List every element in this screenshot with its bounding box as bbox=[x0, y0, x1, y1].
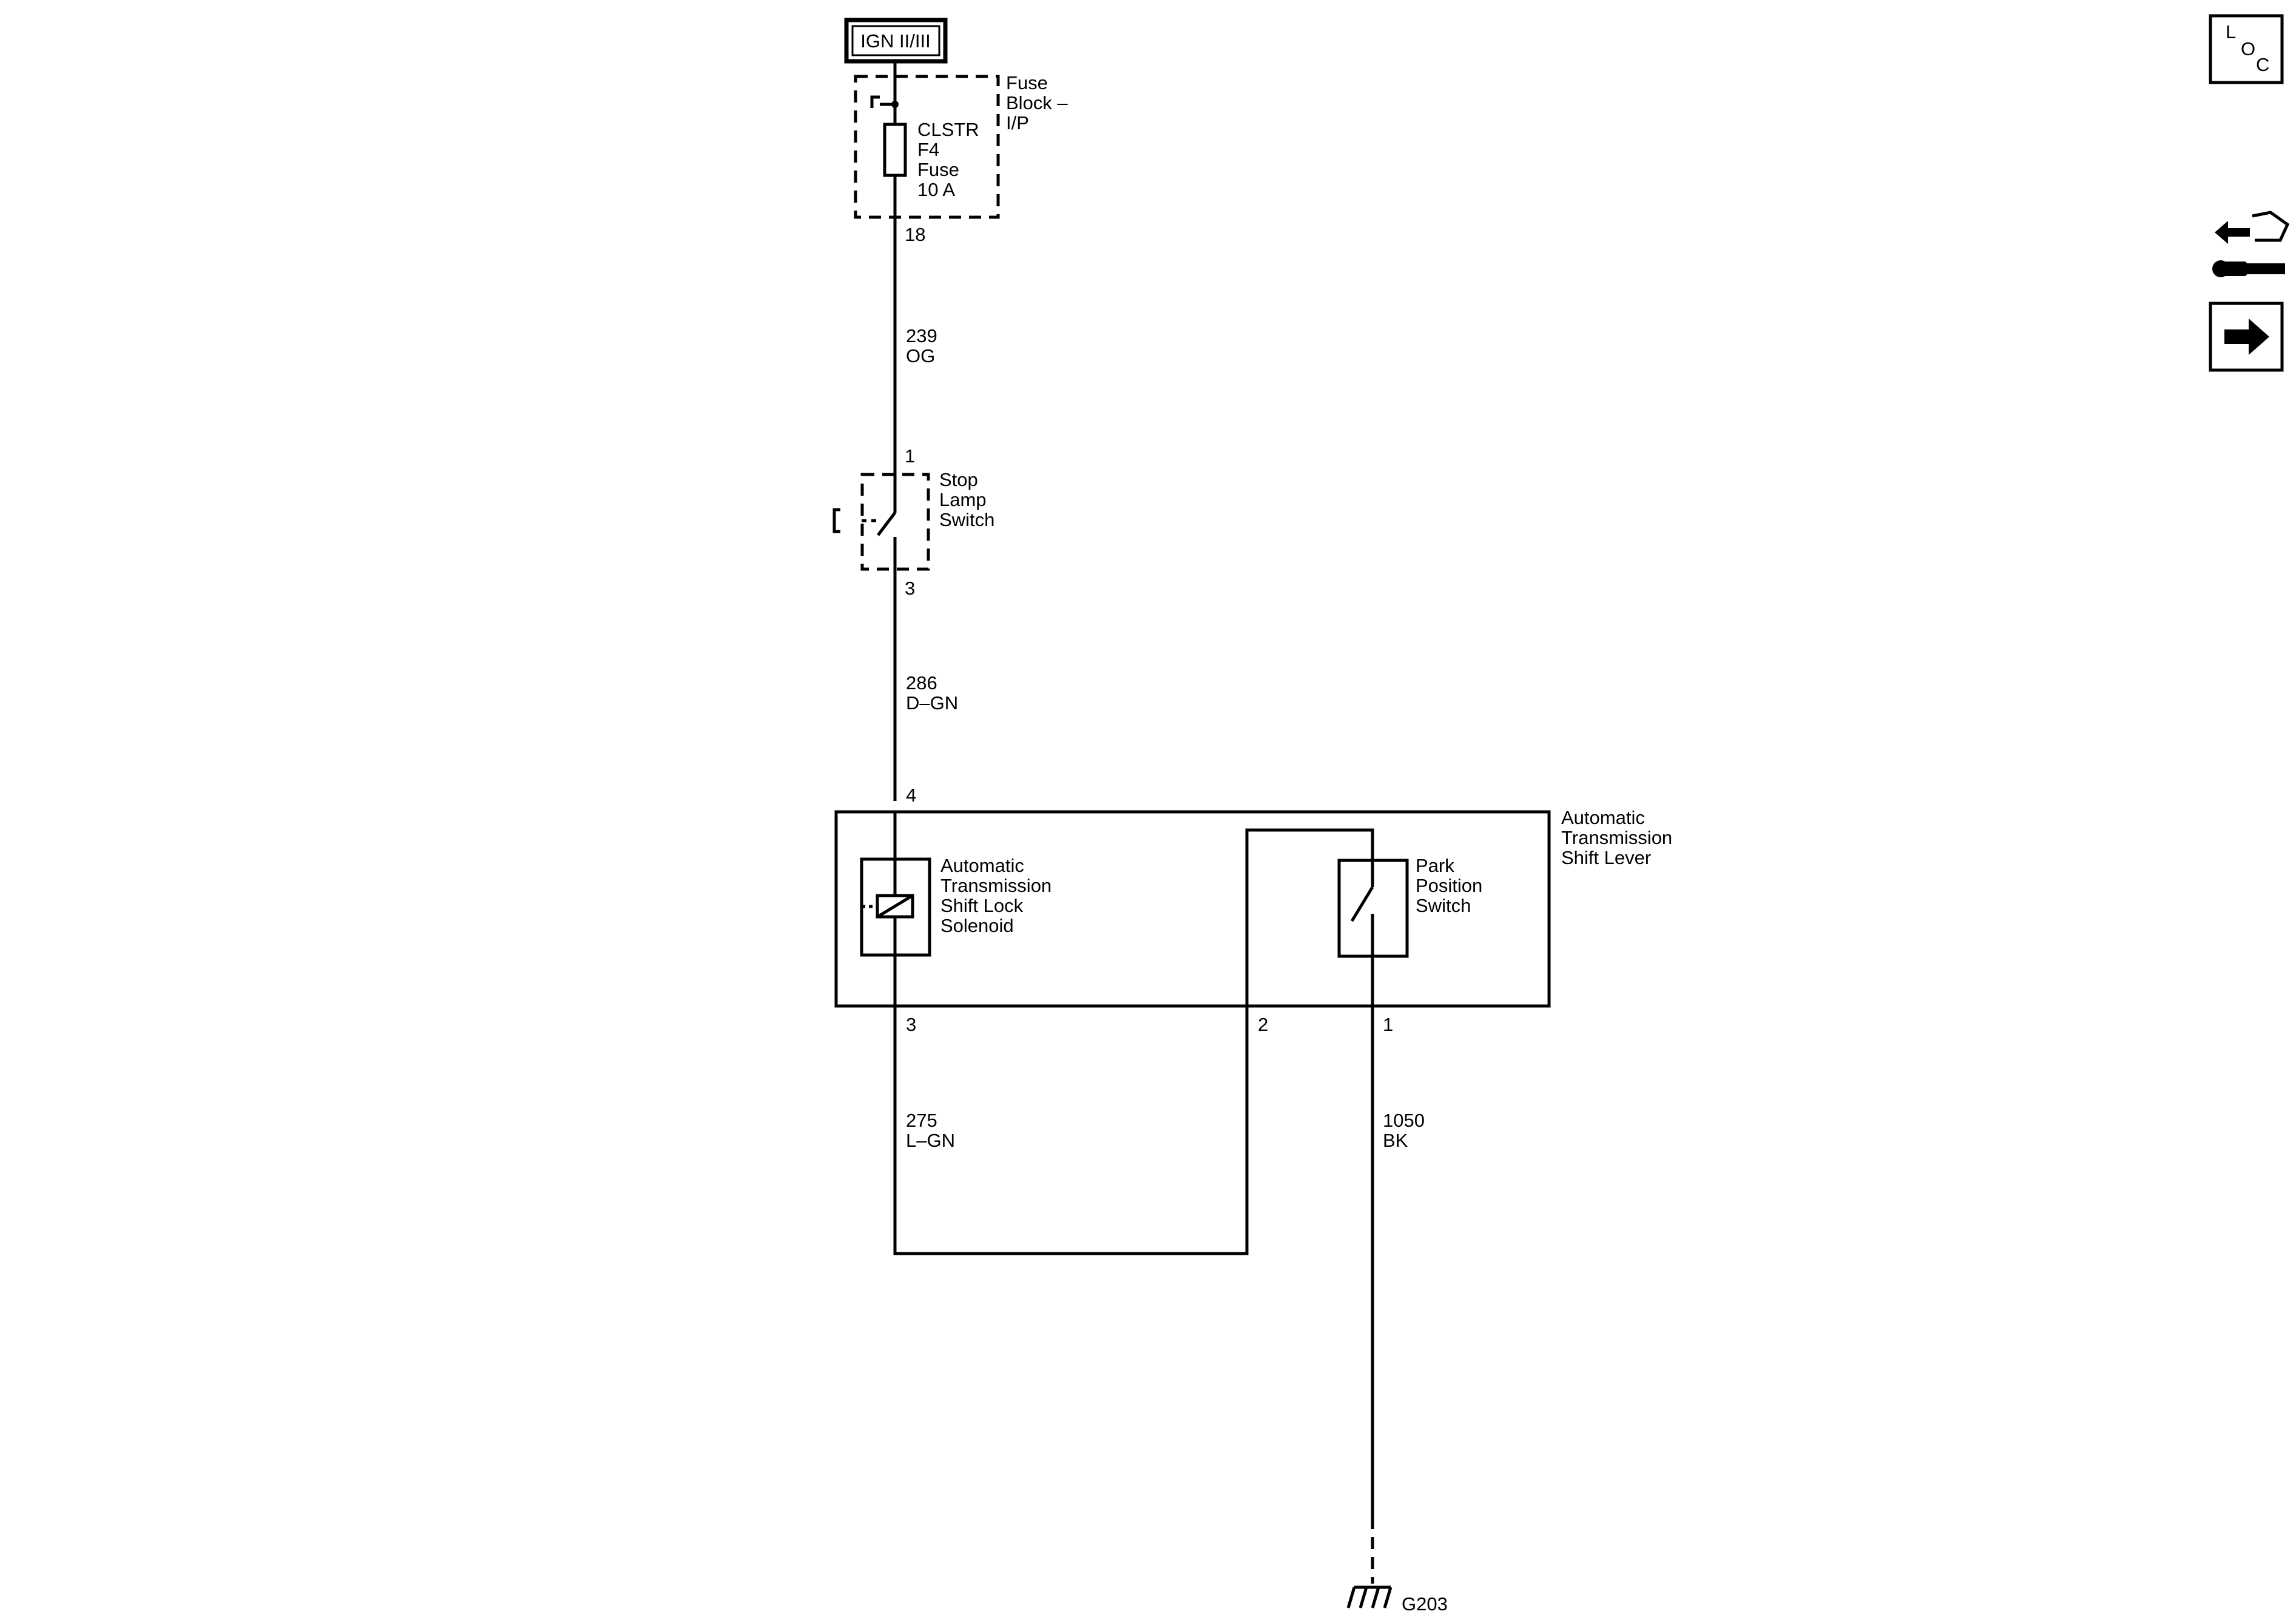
park-switch-label: Park Position Switch bbox=[1416, 855, 1488, 916]
stop-lamp-switch-pin-in: 1 bbox=[905, 445, 915, 467]
shift-lever-pin-3: 3 bbox=[906, 1014, 916, 1035]
wire-239-circuit: 239 bbox=[906, 325, 937, 346]
wire-239-color: OG bbox=[906, 345, 935, 366]
shift-lever-label-line: Shift Lever bbox=[1561, 847, 1651, 868]
wire-275-label: 275 L–GN bbox=[906, 1110, 955, 1151]
stop-lamp-switch-bracket bbox=[832, 508, 840, 533]
shift-lever-pin-1: 1 bbox=[1383, 1014, 1393, 1035]
shift-lever-label-line: Transmission bbox=[1561, 827, 1672, 848]
solenoid-label-line: Shift Lock bbox=[940, 895, 1024, 916]
wire-275-circuit: 275 bbox=[906, 1110, 937, 1131]
shift-lever: 4 Automatic Transmission Shift Lever Aut… bbox=[834, 785, 1678, 1035]
fuse-label-line: Fuse bbox=[917, 159, 959, 180]
wire-239-label: 239 OG bbox=[906, 325, 942, 366]
connector-service-icon[interactable] bbox=[2212, 211, 2290, 277]
wire-275 bbox=[893, 1006, 1249, 1255]
internal-jumper bbox=[1245, 828, 1374, 1006]
power-source: IGN II/III bbox=[844, 18, 948, 64]
loc-icon[interactable]: L O C bbox=[2209, 14, 2284, 84]
stop-lamp-switch: 1 Stop Lamp Switch 3 bbox=[832, 445, 994, 801]
fuse-block-name-line: Fuse bbox=[1006, 72, 1048, 93]
solenoid-label-line: Solenoid bbox=[940, 915, 1014, 936]
solenoid-label-line: Automatic bbox=[940, 855, 1024, 876]
fuse-block-name-line: Block – bbox=[1006, 92, 1068, 113]
shift-lever-label-line: Automatic bbox=[1561, 807, 1645, 828]
solenoid-label-line: Transmission bbox=[940, 875, 1052, 896]
fuse-block: Fuse Block – I/P CLSTR F4 Fuse 10 A 18 bbox=[854, 72, 1073, 245]
fuse-label: CLSTR F4 Fuse 10 A bbox=[917, 119, 984, 200]
wire-1050-circuit: 1050 bbox=[1383, 1110, 1425, 1131]
stop-lamp-switch-label-line: Lamp bbox=[939, 489, 987, 510]
ground-symbol: G203 bbox=[1346, 1585, 1448, 1615]
power-source-label: IGN II/III bbox=[860, 30, 930, 52]
park-position-switch: Park Position Switch bbox=[1245, 828, 1488, 1006]
ground-label: G203 bbox=[1402, 1593, 1448, 1615]
wire-286-color: D–GN bbox=[906, 692, 958, 714]
loc-letter: L bbox=[2226, 21, 2236, 42]
shift-lever-pin-2: 2 bbox=[1258, 1014, 1268, 1035]
fuse-label-line: 10 A bbox=[917, 179, 955, 200]
loc-letter: C bbox=[2256, 54, 2269, 75]
wire-275-color: L–GN bbox=[906, 1130, 955, 1151]
wire-1050-label: 1050 BK bbox=[1383, 1110, 1430, 1151]
wire-286-label: 286 D–GN bbox=[906, 672, 958, 714]
wire-286-circuit: 286 bbox=[906, 672, 937, 694]
wire-1050-color: BK bbox=[1383, 1130, 1408, 1151]
shift-lever-pin-4: 4 bbox=[906, 785, 916, 806]
solenoid-label: Automatic Transmission Shift Lock Soleno… bbox=[940, 855, 1057, 936]
shift-lock-solenoid: Automatic Transmission Shift Lock Soleno… bbox=[860, 812, 1057, 1006]
fuse-block-pin: 18 bbox=[905, 224, 925, 245]
stop-lamp-switch-label-line: Switch bbox=[939, 509, 994, 530]
park-switch-label-line: Position bbox=[1416, 875, 1482, 896]
stop-lamp-switch-label: Stop Lamp Switch bbox=[939, 469, 994, 530]
fuse-block-label: Fuse Block – I/P bbox=[1006, 72, 1073, 133]
stop-lamp-switch-label-line: Stop bbox=[939, 469, 978, 490]
fuse-element bbox=[883, 123, 907, 177]
loc-letter: O bbox=[2241, 38, 2255, 59]
shift-lever-label: Automatic Transmission Shift Lever bbox=[1561, 807, 1678, 868]
fuse-block-name-line: I/P bbox=[1006, 112, 1029, 133]
fuse-label-line: F4 bbox=[917, 139, 939, 160]
park-switch-label-line: Switch bbox=[1416, 895, 1471, 916]
stop-lamp-switch-pin-out: 3 bbox=[905, 578, 915, 599]
solenoid-coil bbox=[876, 894, 914, 919]
fuse-label-line: CLSTR bbox=[917, 119, 979, 140]
next-arrow-icon[interactable] bbox=[2209, 302, 2284, 372]
park-switch-label-line: Park bbox=[1416, 855, 1454, 876]
